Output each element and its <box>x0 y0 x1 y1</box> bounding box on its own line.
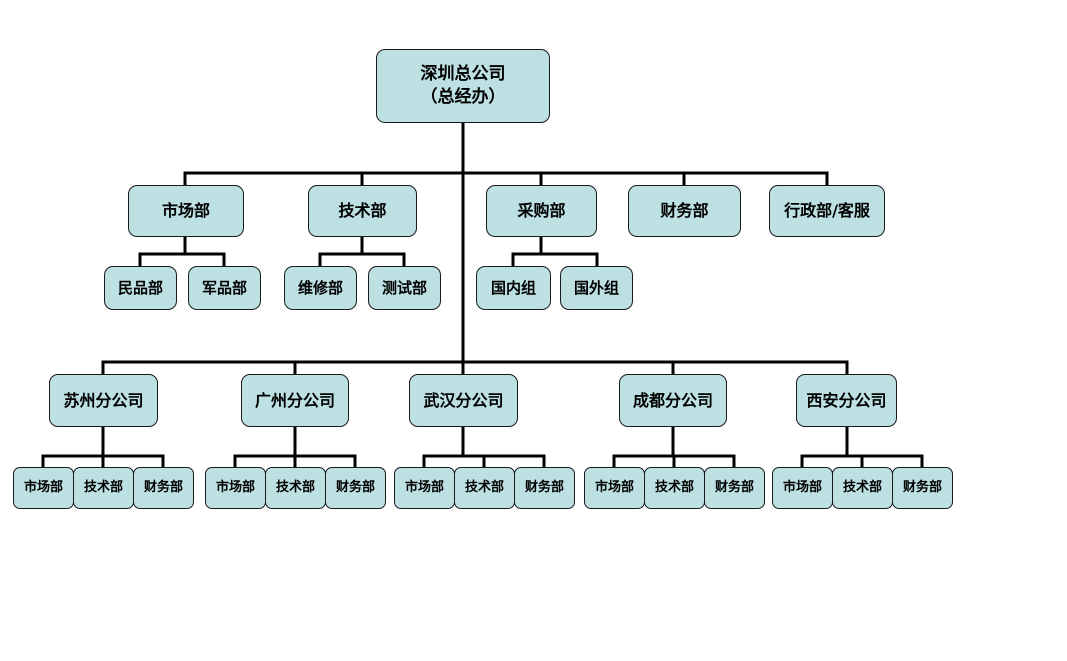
branch-node-guangzhou: 广州分公司 <box>241 374 349 427</box>
branch-dept-node: 技术部 <box>454 467 515 509</box>
branch-dept-node: 财务部 <box>514 467 575 509</box>
branch-dept-node: 财务部 <box>133 467 194 509</box>
branch-dept-node: 技术部 <box>832 467 893 509</box>
dept-node-tech: 技术部 <box>308 185 417 237</box>
branch-dept-node: 市场部 <box>205 467 266 509</box>
branch-node-xian: 西安分公司 <box>796 374 897 427</box>
branch-dept-node: 财务部 <box>325 467 386 509</box>
dept-node-finance: 财务部 <box>628 185 741 237</box>
dept-node-purchasing: 采购部 <box>486 185 597 237</box>
branch-dept-node: 市场部 <box>394 467 455 509</box>
branch-dept-node: 财务部 <box>892 467 953 509</box>
subdept-node: 民品部 <box>104 266 177 310</box>
branch-dept-node: 技术部 <box>73 467 134 509</box>
root-node: 深圳总公司 （总经办） <box>376 49 550 123</box>
dept-node-admin-service: 行政部/客服 <box>769 185 885 237</box>
subdept-node: 国外组 <box>560 266 633 310</box>
subdept-node: 军品部 <box>188 266 261 310</box>
branch-dept-node: 市场部 <box>584 467 645 509</box>
branch-dept-node: 技术部 <box>644 467 705 509</box>
branch-dept-node: 市场部 <box>772 467 833 509</box>
branch-node-wuhan: 武汉分公司 <box>409 374 518 427</box>
branch-node-chengdu: 成都分公司 <box>619 374 727 427</box>
branch-dept-node: 市场部 <box>13 467 74 509</box>
branch-node-suzhou: 苏州分公司 <box>49 374 158 427</box>
subdept-node: 国内组 <box>476 266 551 310</box>
branch-dept-node: 技术部 <box>265 467 326 509</box>
subdept-node: 维修部 <box>284 266 357 310</box>
subdept-node: 测试部 <box>368 266 441 310</box>
dept-node-marketing: 市场部 <box>128 185 244 237</box>
branch-dept-node: 财务部 <box>704 467 765 509</box>
